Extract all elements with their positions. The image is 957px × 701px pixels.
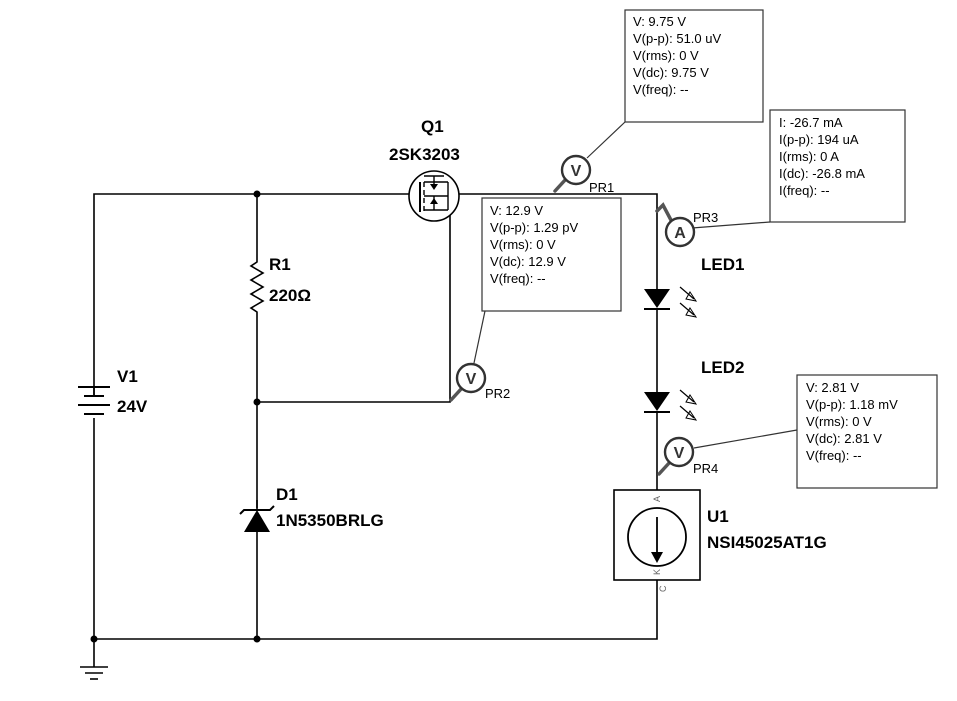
d1-part-label: 1N5350BRLG (276, 511, 384, 530)
wire-top-left (93, 193, 410, 395)
probe-leader (693, 429, 798, 449)
probe-pr3[interactable]: I: -26.7 mA I(p-p): 194 uA I(rms): 0 A I… (655, 109, 906, 248)
zener-diode-d1[interactable] (239, 500, 275, 532)
readout-line: I(p-p): 194 uA (779, 132, 859, 147)
readout-line: V(p-p): 1.29 pV (490, 220, 578, 235)
probe-name-label: PR4 (693, 461, 718, 476)
r1-ref-label: R1 (269, 255, 291, 274)
probe-tip (553, 177, 568, 193)
probe-letter: V (674, 445, 685, 462)
v1-value-label: 24V (117, 397, 148, 416)
q1-part-label: 2SK3203 (389, 145, 460, 164)
wire-gate (257, 194, 451, 403)
wire-bottom-rail (94, 580, 658, 640)
zener-triangle (244, 510, 270, 532)
probe-pr1[interactable]: V: 9.75 V V(p-p): 51.0 uV V(rms): 0 V V(… (553, 9, 764, 195)
led-triangle (644, 289, 670, 308)
probe-readout-box (481, 197, 622, 312)
junctions (90, 190, 261, 643)
current-probe-icon (664, 216, 696, 248)
junction-dot (253, 635, 261, 643)
readout-line: V: 12.9 V (490, 203, 543, 218)
probe-letter: A (674, 225, 686, 242)
probe-pr4[interactable]: V: 2.81 V V(p-p): 1.18 mV V(rms): 0 V V(… (657, 374, 938, 489)
probe-letter: V (466, 371, 477, 388)
mosfet-q1[interactable] (408, 170, 460, 222)
zener-bar (239, 505, 275, 515)
r1-value-label: 220Ω (269, 286, 311, 305)
battery-v1[interactable] (78, 386, 110, 415)
readout-line: V: 9.75 V (633, 14, 686, 29)
probe-readout-box (769, 109, 906, 223)
readout-line: V(dc): 9.75 V (633, 65, 709, 80)
readout-line: I: -26.7 mA (779, 115, 843, 130)
readout-line: I(rms): 0 A (779, 149, 839, 164)
readout-line: V(dc): 2.81 V (806, 431, 882, 446)
led1-ref-label: LED1 (701, 255, 744, 274)
readout-line: V(freq): -- (806, 448, 862, 463)
led1[interactable] (644, 286, 698, 318)
voltage-probe-icon (455, 362, 487, 394)
readout-line: V(freq): -- (633, 82, 689, 97)
u1-pin-k: K (652, 569, 662, 575)
readout-line: V(p-p): 1.18 mV (806, 397, 898, 412)
resistor-zigzag (249, 254, 265, 318)
led2-ref-label: LED2 (701, 358, 744, 377)
readout-line: V(rms): 0 V (806, 414, 872, 429)
readout-line: I(dc): -26.8 mA (779, 166, 865, 181)
readout-line: V(rms): 0 V (633, 48, 699, 63)
probe-pr2[interactable]: V: 12.9 V V(p-p): 1.29 pV V(rms): 0 V V(… (449, 197, 622, 402)
probe-name-label: PR1 (589, 180, 614, 195)
d1-ref-label: D1 (276, 485, 298, 504)
u1-pin-c: C (658, 585, 668, 592)
wires (93, 193, 658, 667)
u1-pin-a: A (652, 496, 662, 502)
resistor-r1[interactable] (249, 254, 265, 318)
junction-dot (253, 398, 261, 406)
led-triangle (644, 392, 670, 411)
readout-line: V: 2.81 V (806, 380, 859, 395)
probe-name-label: PR2 (485, 386, 510, 401)
probe-readout-box (624, 9, 764, 123)
u1-arrow-head (651, 552, 663, 563)
u1-part-label: NSI45025AT1G (707, 533, 827, 552)
v1-ref-label: V1 (117, 367, 138, 386)
probe-leader (473, 310, 486, 364)
readout-line: I(freq): -- (779, 183, 830, 198)
q1-ref-label: Q1 (421, 117, 444, 136)
probe-leader (586, 121, 626, 159)
voltage-probe-icon (560, 154, 592, 186)
probe-readout-box (796, 374, 938, 489)
ground-symbol (80, 666, 108, 680)
probe-tip (655, 202, 674, 224)
readout-line: V(freq): -- (490, 271, 546, 286)
led2[interactable] (644, 389, 698, 421)
current-regulator-u1[interactable]: A K C (613, 489, 701, 592)
junction-dot (253, 190, 261, 198)
readout-line: V(dc): 12.9 V (490, 254, 566, 269)
probe-tip (657, 460, 672, 476)
voltage-probe-icon (663, 436, 695, 468)
probe-leader (691, 221, 771, 229)
readout-line: V(p-p): 51.0 uV (633, 31, 721, 46)
probe-letter: V (571, 163, 582, 180)
wire-top-right (458, 193, 658, 290)
readout-line: V(rms): 0 V (490, 237, 556, 252)
junction-dot (90, 635, 98, 643)
probe-name-label: PR3 (693, 210, 718, 225)
u1-ref-label: U1 (707, 507, 729, 526)
probe-tip (449, 386, 464, 402)
